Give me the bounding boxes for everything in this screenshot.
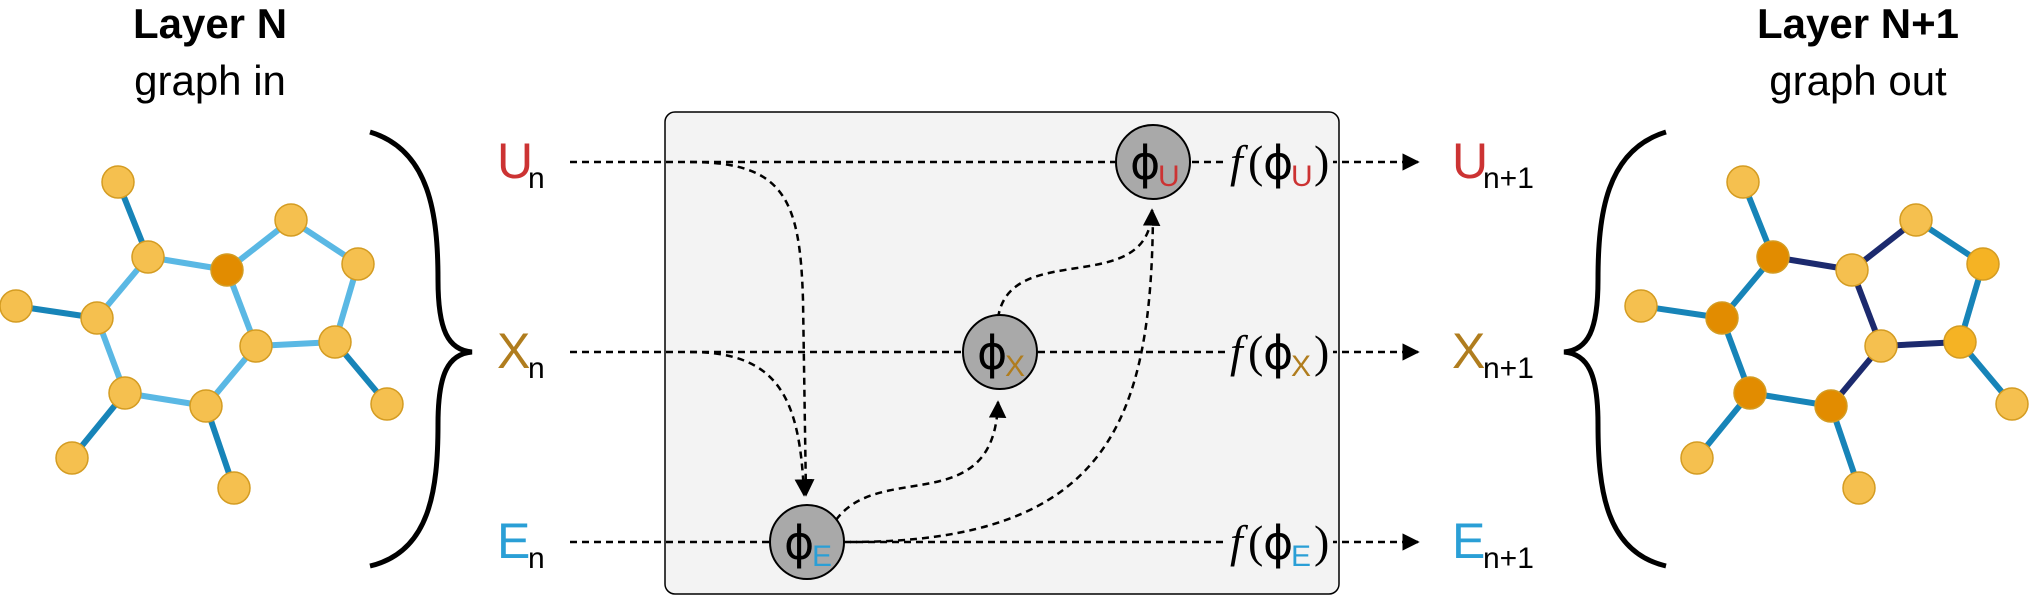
graph-node (189, 389, 223, 423)
right-header-title: Layer N+1 (1757, 0, 1959, 47)
input-e-label: E n (497, 513, 545, 575)
right-header-subtitle: graph out (1769, 57, 1947, 104)
graph-node (0, 289, 33, 323)
f-x-close-paren: ) (1314, 326, 1329, 377)
phi-e-sub: E (812, 540, 832, 573)
f-phi-e-label: f ( ϕ E ) (1228, 508, 1333, 573)
graph-node (55, 441, 89, 475)
f-x-open-paren: ( (1248, 326, 1263, 377)
graph-node (1835, 253, 1869, 287)
left-header-subtitle: graph in (134, 57, 286, 104)
graph-node (318, 325, 352, 359)
input-x-letter: X (497, 323, 530, 379)
graph-node (1680, 441, 1714, 475)
input-u-sub: n (528, 162, 545, 195)
f-u-close-paren: ) (1314, 136, 1329, 187)
phi-x-node: ϕ X (962, 314, 1038, 390)
f-e-sub: E (1291, 540, 1311, 573)
graph-node (1705, 301, 1739, 335)
left-brace (369, 129, 473, 569)
graph-node (1756, 240, 1790, 274)
graph-node (80, 301, 114, 335)
phi-e-to-phi-x-arrow (834, 400, 1007, 521)
input-x-label: X n (497, 323, 545, 385)
graph-node (210, 253, 244, 287)
f-u-phi-symbol: ϕ (1263, 136, 1293, 190)
phi-u-node: ϕ U (1115, 124, 1191, 200)
output-x-label: X n+1 (1452, 323, 1534, 385)
output-e-letter: E (1452, 513, 1485, 569)
output-graph (1624, 165, 2029, 505)
f-u-sub: U (1291, 160, 1313, 193)
phi-e-node: ϕ E (769, 504, 845, 580)
input-graph (0, 165, 404, 505)
output-u-sub: n+1 (1483, 162, 1534, 195)
phi-x-sub: X (1005, 350, 1025, 383)
graph-node (131, 240, 165, 274)
graph-node (1943, 325, 1977, 359)
f-x-sub: X (1291, 350, 1311, 383)
right-brace (1563, 129, 1667, 569)
output-e-sub: n+1 (1483, 542, 1534, 575)
graph-node (1995, 387, 2029, 421)
graph-node (108, 376, 142, 410)
phi-x-symbol: ϕ (977, 326, 1007, 380)
graph-node (1814, 389, 1848, 423)
f-e-open-paren: ( (1248, 516, 1263, 567)
phi-e-symbol: ϕ (784, 516, 814, 570)
input-x-sub: n (528, 352, 545, 385)
graph-node (1726, 165, 1760, 199)
f-u-open-paren: ( (1248, 136, 1263, 187)
phi-x-to-phi-u-arrow (996, 208, 1161, 319)
output-x-sub: n+1 (1483, 352, 1534, 385)
output-u-label: U n+1 (1452, 133, 1534, 195)
input-u-letter: U (497, 133, 533, 189)
x-to-phi-e-arrow (689, 350, 813, 497)
graph-node (274, 203, 308, 237)
left-header-title: Layer N (133, 0, 287, 47)
output-u-letter: U (1452, 133, 1488, 189)
graph-node (101, 165, 135, 199)
graph-node (370, 387, 404, 421)
output-e-label: E n+1 (1452, 513, 1534, 575)
output-graph-nodes (1624, 165, 2029, 505)
input-e-letter: E (497, 513, 530, 569)
graph-node (1966, 247, 2000, 281)
phi-u-sub: U (1158, 160, 1180, 193)
graph-node (341, 247, 375, 281)
graph-node (1733, 376, 1767, 410)
graph-node (1842, 471, 1876, 505)
f-phi-u-label: f ( ϕ U ) (1228, 128, 1333, 193)
input-graph-nodes (0, 165, 404, 505)
graph-node (217, 471, 251, 505)
graph-node (239, 329, 273, 363)
phi-u-symbol: ϕ (1130, 136, 1160, 190)
graph-node (1899, 203, 1933, 237)
f-e-close-paren: ) (1314, 516, 1329, 567)
input-e-sub: n (528, 542, 545, 575)
f-e-phi-symbol: ϕ (1263, 516, 1293, 570)
input-u-label: U n (497, 133, 545, 195)
graph-node (1624, 289, 1658, 323)
graph-node (1864, 329, 1898, 363)
output-x-letter: X (1452, 323, 1485, 379)
phi-e-to-phi-u-arrow (849, 209, 1155, 544)
f-x-phi-symbol: ϕ (1263, 326, 1293, 380)
f-phi-x-label: f ( ϕ X ) (1228, 318, 1333, 383)
